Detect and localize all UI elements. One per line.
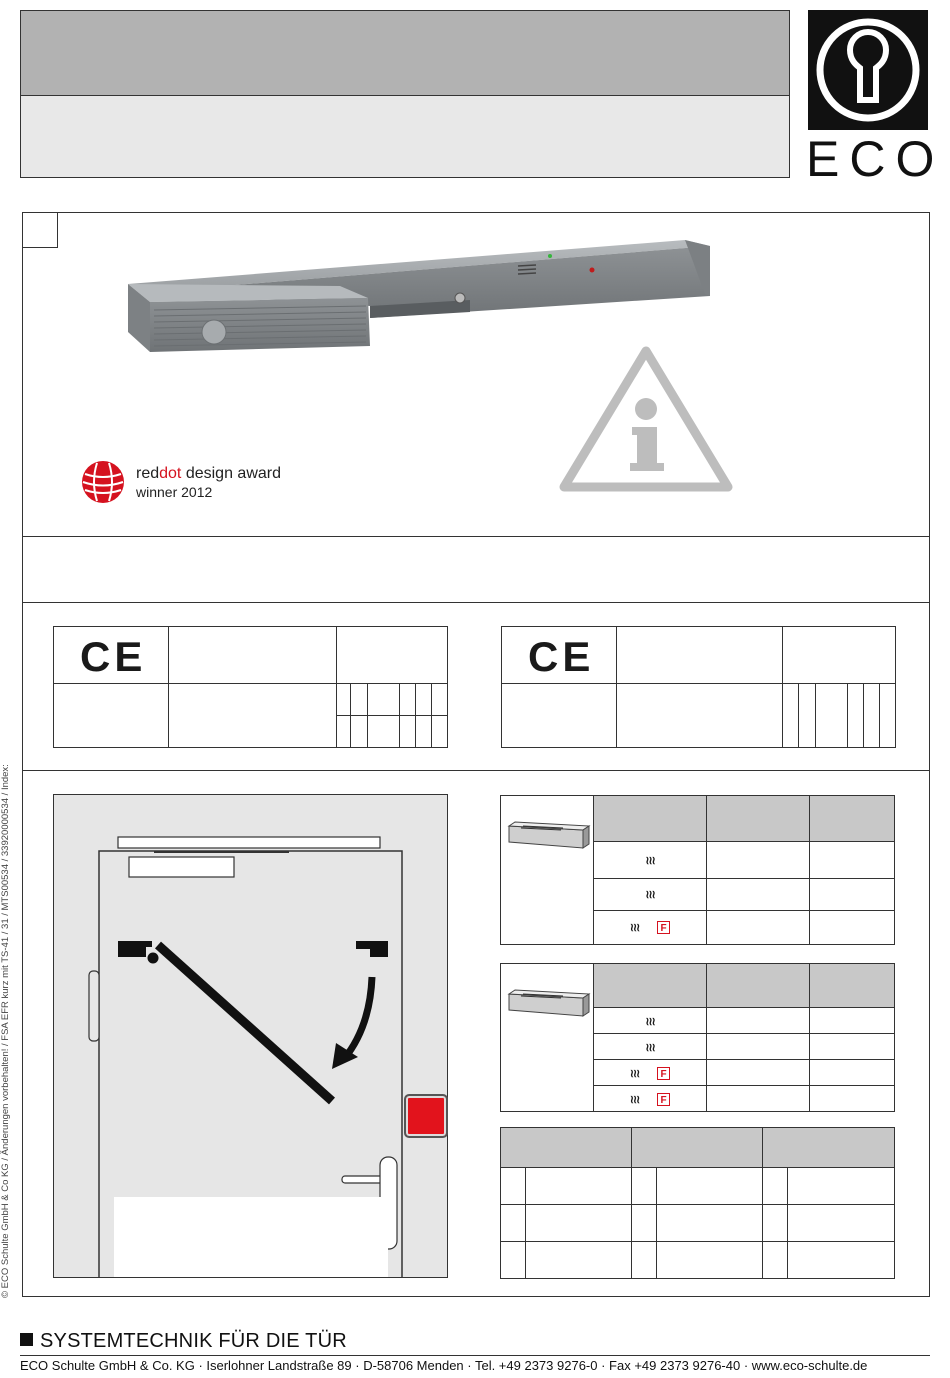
- reddot-award-text: reddot design award winner 2012: [136, 465, 281, 500]
- spring-symbol-icon: ≀≀≀: [645, 1041, 655, 1054]
- divider-2: [22, 602, 930, 603]
- spring-symbol-icon: ≀≀≀: [629, 922, 640, 935]
- spec-table-2: ≀≀≀ ≀≀≀ ≀≀≀ F ≀≀≀ F: [500, 963, 895, 1112]
- door-diagram-panel: [53, 794, 448, 1278]
- page-number-box: [22, 212, 58, 248]
- spring-symbol-icon: ≀≀≀: [645, 1015, 655, 1028]
- spring-symbol-icon: ≀≀≀: [645, 889, 655, 902]
- footer-address: ECO Schulte GmbH & Co. KG · Iserlohner L…: [20, 1358, 868, 1373]
- ce-mark-icon: CE: [528, 633, 595, 680]
- spring-symbol-icon: ≀≀≀: [645, 854, 655, 867]
- fire-f-icon: F: [657, 1092, 671, 1106]
- door-diagram: [88, 836, 403, 1277]
- square-bullet-icon: [20, 1333, 33, 1346]
- header-subtitle-band: [21, 96, 789, 177]
- divider-3: [22, 770, 930, 771]
- spring-symbol-icon: ≀≀≀: [629, 1093, 640, 1106]
- ce-mark-icon: CE: [80, 633, 147, 680]
- door-closer-thumb: [507, 821, 591, 849]
- ce-table-left: CE: [53, 626, 448, 748]
- footer-tagline: SYSTEMTECHNIK FÜR DIE TÜR: [20, 1330, 347, 1353]
- divider-1: [22, 536, 930, 537]
- footer-divider: [20, 1355, 930, 1356]
- status-led-red: [589, 267, 595, 273]
- eco-logo: [808, 10, 928, 130]
- ce-table-right: CE: [501, 626, 896, 748]
- red-release-button-icon: [404, 1094, 448, 1138]
- fire-f-icon: F: [657, 921, 671, 935]
- product-thumb-cell: [500, 963, 594, 1112]
- reddot-logo-icon: [82, 461, 124, 503]
- cylinder-lock-icon: [816, 18, 920, 122]
- spec-table-3: [500, 1127, 895, 1279]
- sidebar-copyright: © ECO Schulte GmbH & Co KG / Änderungen …: [0, 764, 11, 1298]
- eco-logo-text: ECO: [806, 131, 945, 187]
- header-title-band: [21, 11, 789, 96]
- document-header: [20, 10, 790, 178]
- door-closer-image: [128, 240, 710, 352]
- warning-info-icon: [559, 346, 733, 492]
- spec-table-1: ≀≀≀ ≀≀≀ ≀≀≀ F: [500, 794, 895, 946]
- product-thumb-cell: [500, 795, 594, 945]
- spring-symbol-icon: ≀≀≀: [629, 1067, 640, 1080]
- status-led-green: [548, 254, 552, 258]
- door-closer-thumb: [507, 989, 591, 1017]
- fire-f-icon: F: [657, 1066, 671, 1080]
- content-frame: [22, 212, 930, 1297]
